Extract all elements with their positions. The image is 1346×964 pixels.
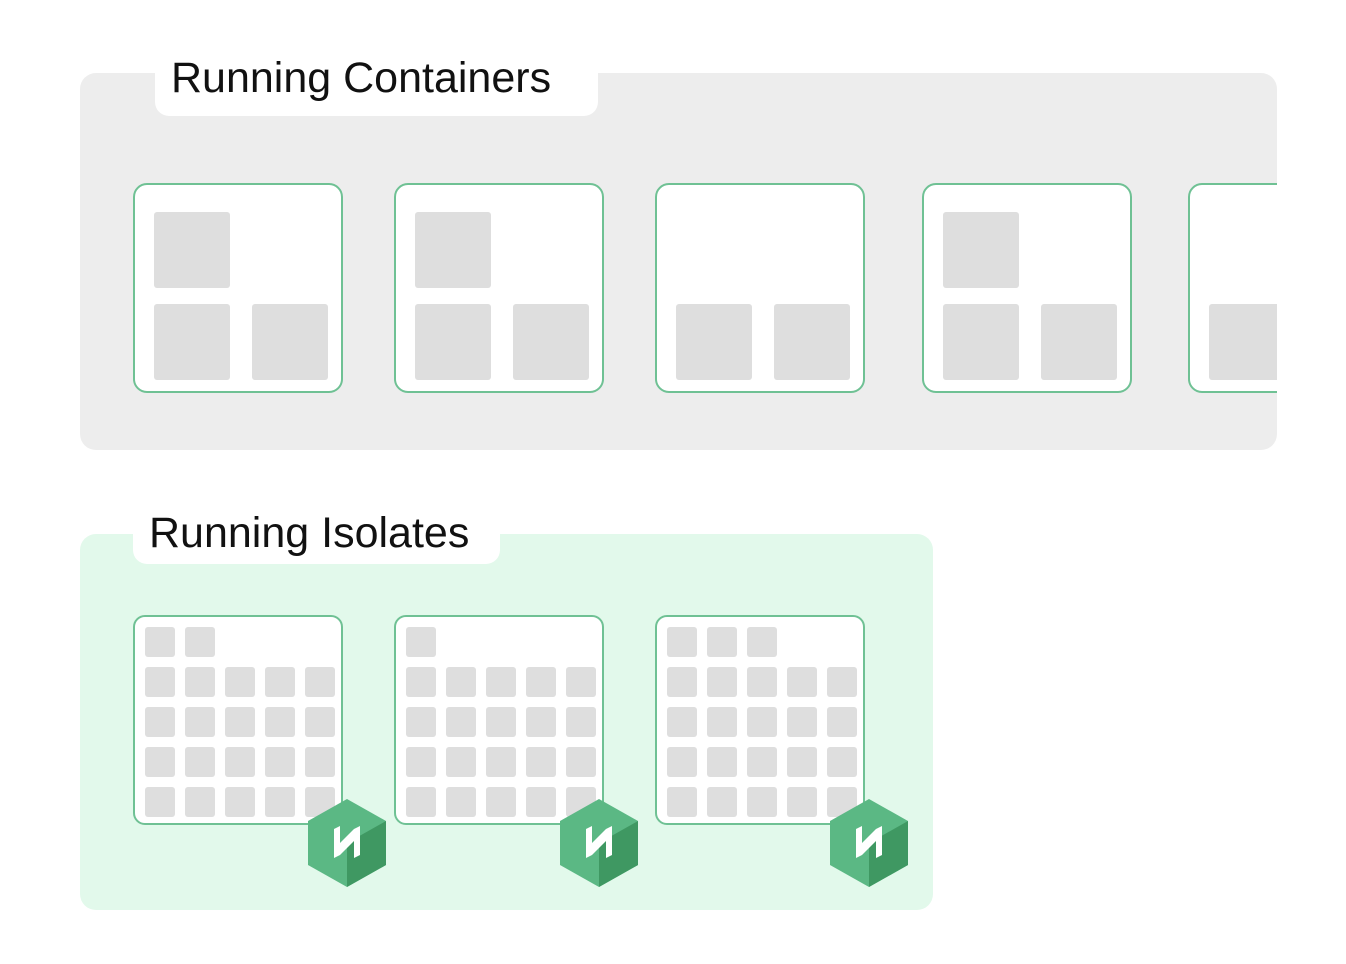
isolate-cell <box>566 667 596 697</box>
isolate-cell <box>406 747 436 777</box>
container-box <box>394 183 604 393</box>
isolate-cell <box>185 667 215 697</box>
isolate-cell <box>446 747 476 777</box>
isolate-cell <box>225 707 255 737</box>
container-box <box>133 183 343 393</box>
isolate-cell <box>225 787 255 817</box>
isolate-cell <box>265 667 295 697</box>
isolate-cell <box>225 667 255 697</box>
isolate-cell <box>486 707 516 737</box>
isolate-cell <box>707 747 737 777</box>
container-block <box>252 304 328 380</box>
isolate-cell <box>566 707 596 737</box>
isolate-cell <box>667 747 697 777</box>
container-block <box>943 304 1019 380</box>
isolate-cell <box>667 667 697 697</box>
isolate-cell <box>185 747 215 777</box>
isolate-cell <box>526 707 556 737</box>
isolate-cell <box>747 667 777 697</box>
node-hexagon-icon <box>560 799 638 887</box>
isolate-cell <box>406 707 436 737</box>
isolate-cell <box>747 707 777 737</box>
isolate-cell <box>747 787 777 817</box>
container-box <box>922 183 1132 393</box>
isolate-cell <box>747 747 777 777</box>
isolate-cell <box>667 627 697 657</box>
isolate-cell <box>145 707 175 737</box>
isolate-cell <box>305 707 335 737</box>
isolate-cell <box>486 747 516 777</box>
isolate-cell <box>265 787 295 817</box>
isolate-cell <box>225 747 255 777</box>
container-box <box>1188 183 1277 393</box>
isolate-cell <box>145 627 175 657</box>
isolate-cell <box>827 667 857 697</box>
isolate-cell <box>827 707 857 737</box>
isolate-cell <box>446 707 476 737</box>
isolate-cell <box>526 747 556 777</box>
container-box-clip <box>1188 183 1277 395</box>
container-block <box>415 304 491 380</box>
isolate-cell <box>305 747 335 777</box>
isolate-cell <box>787 787 817 817</box>
isolate-cell <box>747 627 777 657</box>
container-block <box>1209 304 1277 380</box>
container-block <box>1041 304 1117 380</box>
isolate-cell <box>787 707 817 737</box>
isolate-cell <box>406 627 436 657</box>
isolate-cell <box>787 747 817 777</box>
isolate-cell <box>827 747 857 777</box>
isolate-cell <box>566 747 596 777</box>
isolates-title-text: Running Isolates <box>149 508 470 557</box>
container-box <box>655 183 865 393</box>
isolate-cell <box>145 747 175 777</box>
isolate-box <box>655 615 865 825</box>
container-block <box>415 212 491 288</box>
isolate-cell <box>265 747 295 777</box>
container-block <box>513 304 589 380</box>
isolate-cell <box>526 787 556 817</box>
container-block <box>154 304 230 380</box>
isolate-cell <box>185 627 215 657</box>
isolate-cell <box>446 787 476 817</box>
isolate-cell <box>406 667 436 697</box>
container-block <box>774 304 850 380</box>
isolate-cell <box>446 667 476 697</box>
isolate-cell <box>707 707 737 737</box>
isolate-cell <box>667 707 697 737</box>
isolate-box <box>133 615 343 825</box>
isolate-cell <box>145 667 175 697</box>
containers-title: Running Containers <box>155 40 598 116</box>
isolate-cell <box>787 667 817 697</box>
node-hexagon-icon <box>830 799 908 887</box>
container-block <box>154 212 230 288</box>
isolate-cell <box>406 787 436 817</box>
isolate-cell <box>185 707 215 737</box>
isolate-cell <box>486 667 516 697</box>
isolates-title: Running Isolates <box>133 502 500 564</box>
containers-title-text: Running Containers <box>171 53 552 102</box>
container-block <box>943 212 1019 288</box>
isolate-cell <box>145 787 175 817</box>
isolate-cell <box>667 787 697 817</box>
isolate-cell <box>185 787 215 817</box>
container-block <box>676 304 752 380</box>
isolate-cell <box>707 667 737 697</box>
node-hexagon-icon <box>308 799 386 887</box>
isolate-box <box>394 615 604 825</box>
isolate-cell <box>265 707 295 737</box>
isolate-cell <box>707 787 737 817</box>
isolate-cell <box>305 667 335 697</box>
isolate-cell <box>526 667 556 697</box>
isolate-cell <box>707 627 737 657</box>
isolate-cell <box>486 787 516 817</box>
